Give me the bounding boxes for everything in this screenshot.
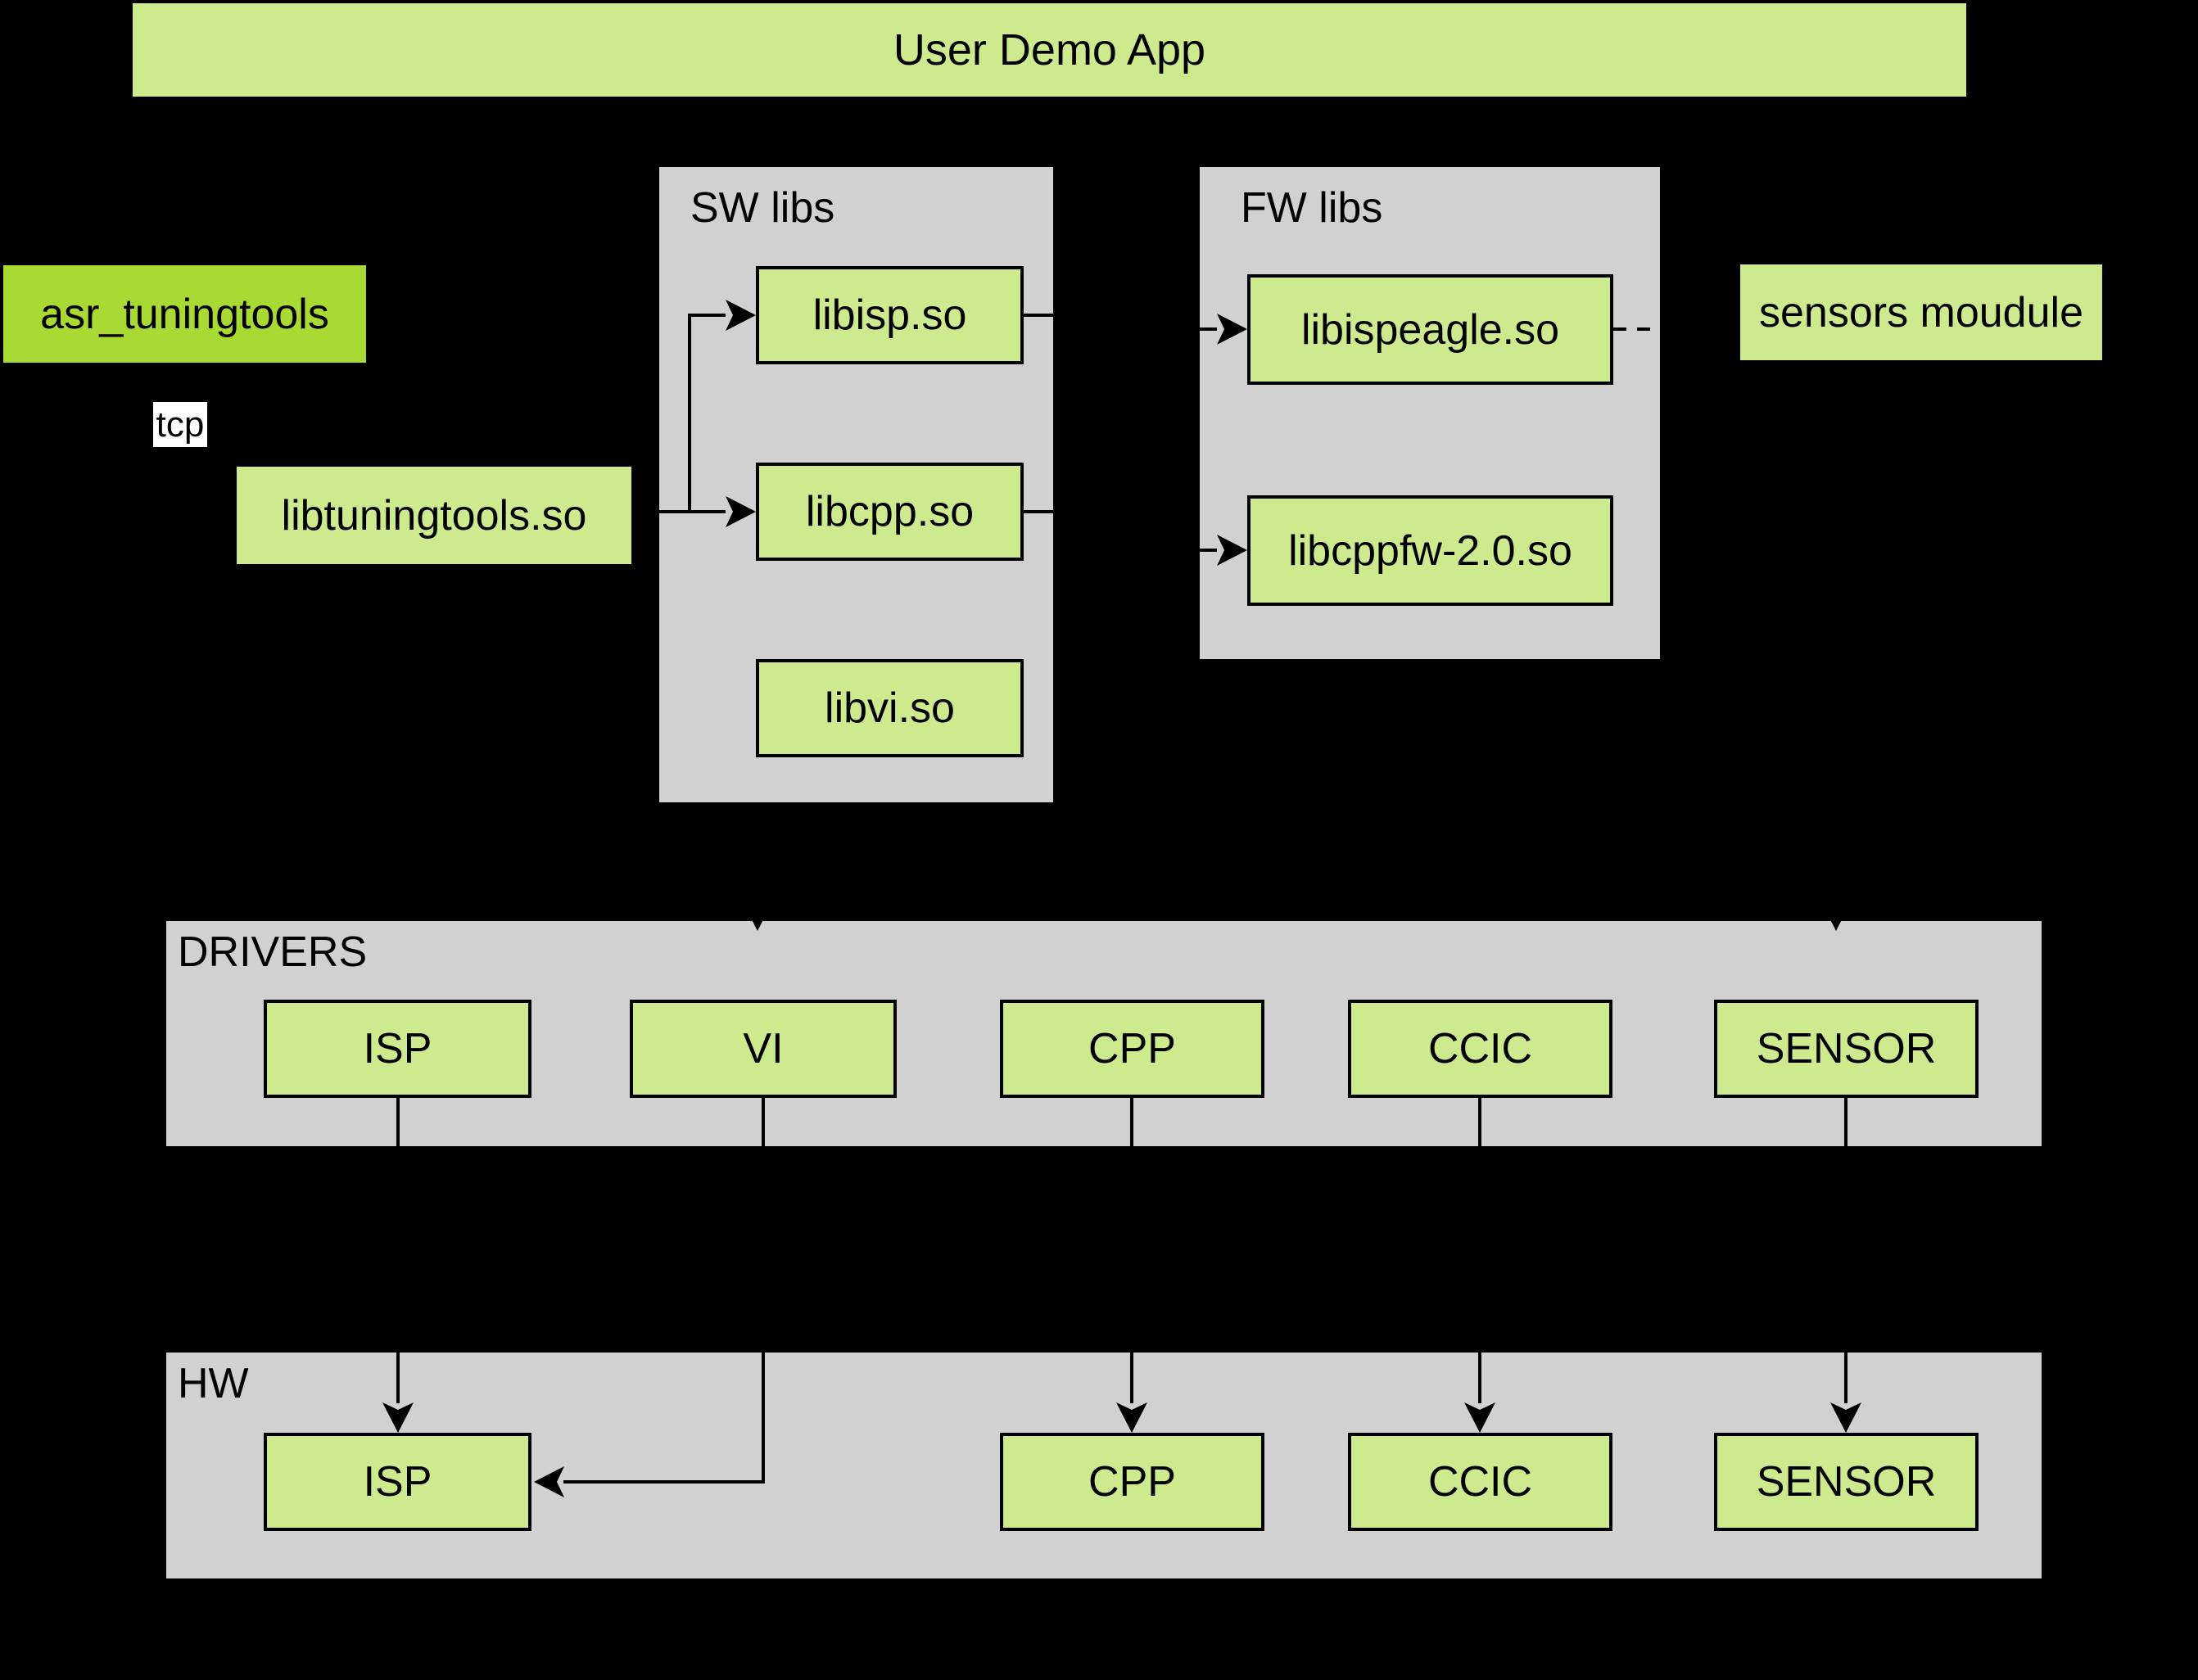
node-hw-sensor: SENSOR	[1714, 1433, 1979, 1531]
hw-label: HW	[178, 1360, 249, 1407]
node-hw-ccic: CCIC	[1348, 1433, 1612, 1531]
sw-libs-label: SW libs	[690, 184, 835, 232]
node-libcpp: libcpp.so	[756, 463, 1024, 561]
node-driver-ccic: CCIC	[1348, 1000, 1612, 1098]
node-hw-isp: ISP	[264, 1433, 531, 1531]
tcp-edge-label: tcp	[153, 402, 207, 447]
node-asr-tuningtools: asr_tuningtools	[3, 265, 366, 363]
node-hw-cpp: CPP	[1000, 1433, 1264, 1531]
node-driver-cpp: CPP	[1000, 1000, 1264, 1098]
node-driver-vi: VI	[630, 1000, 897, 1098]
node-libispeagle: libispeagle.so	[1247, 274, 1613, 385]
node-libcppfw: libcppfw-2.0.so	[1247, 495, 1613, 606]
drivers-label: DRIVERS	[178, 928, 368, 976]
edge-sensors-module-to-drivers	[1820, 360, 1852, 931]
node-driver-sensor: SENSOR	[1714, 1000, 1979, 1098]
node-driver-isp: ISP	[264, 1000, 531, 1098]
edge-sw-libs-to-drivers	[742, 802, 773, 931]
node-libisp: libisp.so	[756, 266, 1024, 364]
node-libvi: libvi.so	[756, 659, 1024, 757]
node-user-demo-app: User Demo App	[133, 3, 1966, 97]
fw-libs-label: FW libs	[1241, 184, 1383, 232]
node-sensors-module: sensors moudule	[1740, 264, 2102, 360]
node-libtuningtools: libtuningtools.so	[237, 467, 631, 564]
